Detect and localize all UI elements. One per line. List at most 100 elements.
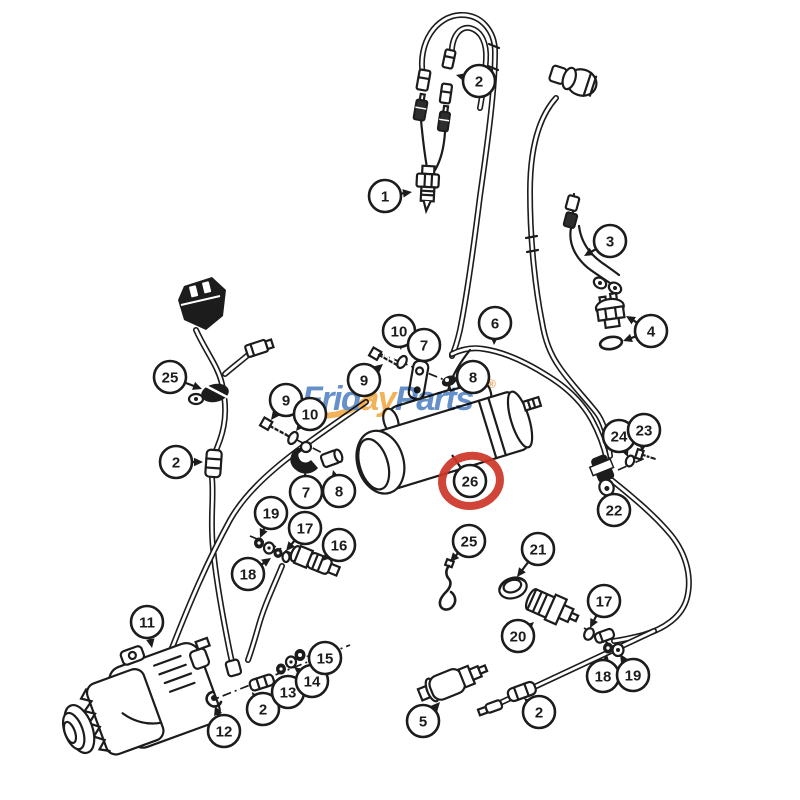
svg-text:9: 9 bbox=[282, 393, 290, 410]
callout-7: 7 bbox=[288, 472, 324, 510]
svg-text:18: 18 bbox=[240, 567, 257, 584]
callout-1: 1 bbox=[367, 178, 412, 214]
callout-18: 18 bbox=[585, 654, 621, 694]
callout-19: 19 bbox=[615, 654, 651, 693]
callout-12: 12 bbox=[206, 706, 242, 749]
top-connectors bbox=[412, 48, 457, 133]
svg-text:12: 12 bbox=[216, 724, 233, 741]
inline-connector-2 bbox=[204, 448, 223, 479]
retainer-clip-25 bbox=[438, 557, 457, 611]
svg-text:22: 22 bbox=[606, 503, 623, 520]
registered-mark: ® bbox=[487, 377, 496, 391]
svg-text:14: 14 bbox=[304, 674, 321, 691]
callout-13: 13 bbox=[270, 674, 306, 710]
callout-2: 2 bbox=[456, 63, 497, 99]
callout-4: 4 bbox=[623, 313, 669, 349]
svg-text:6: 6 bbox=[491, 316, 499, 333]
svg-text:15: 15 bbox=[317, 651, 334, 668]
svg-text:2: 2 bbox=[475, 74, 483, 91]
washers-13-14-15 bbox=[276, 649, 306, 675]
harness-clamp-25 bbox=[187, 383, 230, 406]
svg-text:18: 18 bbox=[595, 669, 612, 686]
svg-text:19: 19 bbox=[625, 668, 642, 685]
callout-6: 6 bbox=[477, 305, 513, 345]
clip-12 bbox=[205, 690, 223, 708]
temp-sender-1 bbox=[415, 164, 441, 215]
callout-5: 5 bbox=[405, 702, 441, 739]
callout-8: 8 bbox=[455, 359, 491, 395]
black-plug-connector bbox=[178, 277, 226, 330]
callout-7: 7 bbox=[406, 327, 442, 363]
svg-text:9: 9 bbox=[360, 373, 368, 390]
washer-10b bbox=[287, 430, 299, 446]
svg-text:17: 17 bbox=[596, 594, 613, 611]
svg-text:17: 17 bbox=[297, 521, 314, 538]
grommet-21 bbox=[498, 576, 528, 600]
svg-text:23: 23 bbox=[636, 423, 653, 440]
svg-text:7: 7 bbox=[420, 338, 428, 355]
svg-text:2: 2 bbox=[259, 702, 267, 719]
callout-23: 23 bbox=[626, 412, 662, 452]
callout-25: 25 bbox=[450, 523, 487, 562]
svg-text:19: 19 bbox=[263, 506, 280, 523]
hardware-row-16 bbox=[254, 537, 291, 564]
highlight-layer bbox=[438, 451, 504, 510]
callout-26: 26 bbox=[451, 454, 488, 499]
round-connector bbox=[548, 64, 598, 97]
svg-text:7: 7 bbox=[302, 485, 310, 502]
clip-8 bbox=[441, 375, 457, 387]
oil-pressure-switch-5 bbox=[416, 664, 489, 703]
svg-text:26: 26 bbox=[462, 474, 479, 491]
callout-17: 17 bbox=[286, 510, 323, 551]
o-ring-4 bbox=[598, 335, 624, 351]
svg-text:8: 8 bbox=[335, 484, 343, 501]
bolt-23 bbox=[633, 447, 656, 462]
inline-connector-2c bbox=[248, 673, 276, 692]
svg-text:2: 2 bbox=[172, 455, 180, 472]
cable-end-fitting bbox=[476, 699, 504, 717]
inline-connector-2d bbox=[506, 680, 537, 703]
svg-text:10: 10 bbox=[302, 407, 319, 424]
callout-18: 18 bbox=[230, 556, 271, 592]
svg-text:5: 5 bbox=[419, 714, 427, 731]
callout-25: 25 bbox=[152, 359, 202, 395]
jumper-wires-3 bbox=[562, 194, 623, 295]
svg-text:3: 3 bbox=[606, 234, 614, 251]
callout-8: 8 bbox=[321, 470, 357, 509]
callout-17: 17 bbox=[586, 583, 622, 628]
svg-text:4: 4 bbox=[647, 324, 656, 341]
spacer-8b bbox=[319, 448, 344, 468]
spade-connector bbox=[244, 338, 275, 358]
svg-text:25: 25 bbox=[162, 370, 179, 387]
callout-9: 9 bbox=[346, 362, 383, 398]
pressure-switch-4 bbox=[594, 291, 626, 330]
washer-10 bbox=[396, 354, 408, 370]
callout-21: 21 bbox=[517, 531, 556, 577]
svg-text:21: 21 bbox=[530, 542, 547, 559]
highlight-ring bbox=[438, 451, 504, 510]
wire-end-fitting bbox=[224, 658, 243, 678]
alternator-11 bbox=[61, 636, 221, 756]
svg-text:8: 8 bbox=[469, 370, 477, 387]
wire-clamp-7b bbox=[290, 440, 318, 474]
bolt-9 bbox=[367, 346, 399, 368]
callout-2: 2 bbox=[245, 691, 281, 727]
callout-10: 10 bbox=[381, 313, 417, 350]
callout-19: 19 bbox=[253, 495, 289, 538]
svg-text:11: 11 bbox=[139, 615, 155, 632]
callout-3: 3 bbox=[584, 223, 628, 259]
svg-text:20: 20 bbox=[510, 629, 527, 646]
bolt-9b bbox=[258, 416, 292, 439]
callout-20: 20 bbox=[500, 618, 536, 654]
wire-clamp-22 bbox=[588, 454, 615, 497]
logo-text: FridayParts bbox=[302, 380, 473, 418]
terminal-group-right bbox=[583, 627, 625, 658]
callout-11: 11 bbox=[129, 604, 165, 648]
sender-20 bbox=[524, 587, 580, 626]
svg-text:10: 10 bbox=[391, 324, 408, 341]
callout-22: 22 bbox=[596, 492, 632, 528]
starter-motor-26 bbox=[355, 374, 543, 495]
